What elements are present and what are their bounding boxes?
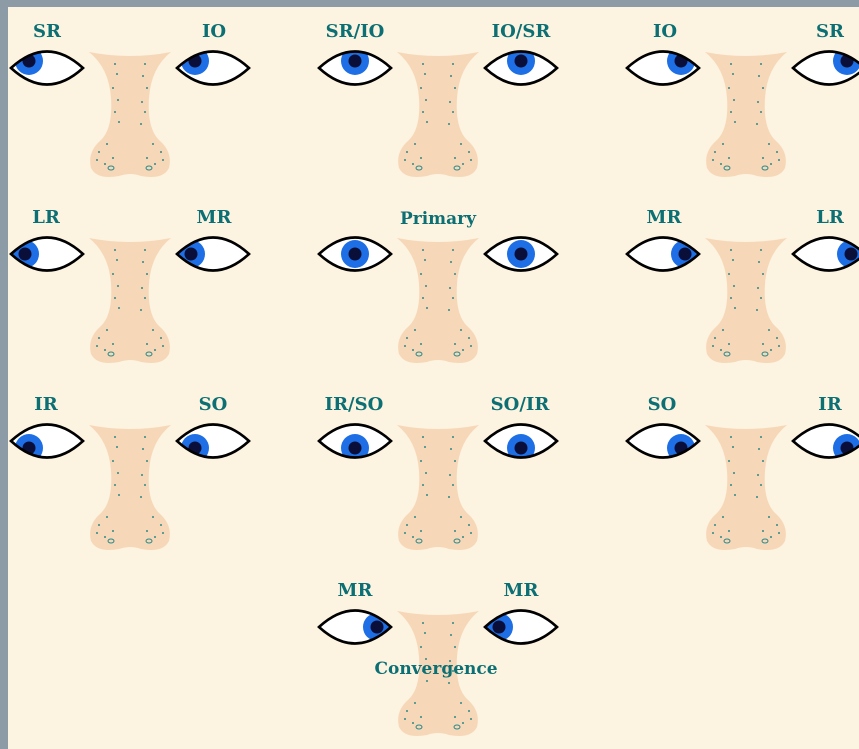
nose: [393, 48, 483, 183]
label-sr: SR: [816, 22, 844, 42]
left-eye: [481, 234, 561, 274]
nose: [701, 421, 791, 556]
left-eye: [481, 607, 561, 647]
label-mr: MR: [647, 208, 682, 228]
label-ir-so: IR/SO: [325, 395, 384, 415]
nose: [85, 421, 175, 556]
right-eye: [623, 234, 703, 274]
nose: [701, 48, 791, 183]
label-io: IO: [202, 22, 226, 42]
left-eye: [481, 48, 561, 88]
left-eye: [173, 48, 253, 88]
left-eye: [173, 234, 253, 274]
label-ir: IR: [34, 395, 57, 415]
right-eye: [623, 48, 703, 88]
label-ir: IR: [818, 395, 841, 415]
label-lr: LR: [816, 208, 844, 228]
label-so-ir: SO/IR: [491, 395, 550, 415]
right-eye: [8, 48, 87, 88]
left-eye: [789, 421, 859, 461]
nose: [393, 234, 483, 369]
right-eye: [315, 48, 395, 88]
label-sr: SR: [33, 22, 61, 42]
label-mr: MR: [338, 581, 373, 601]
left-eye: [789, 48, 859, 88]
label-primary: Primary: [400, 209, 476, 229]
label-sr-io: SR/IO: [326, 22, 385, 42]
label-convergence: Convergence: [374, 659, 497, 679]
label-mr: MR: [197, 208, 232, 228]
right-eye: [315, 607, 395, 647]
right-eye: [8, 234, 87, 274]
left-eye: [481, 421, 561, 461]
left-eye: [173, 421, 253, 461]
label-mr: MR: [504, 581, 539, 601]
label-lr: LR: [32, 208, 60, 228]
nose: [393, 421, 483, 556]
nose: [85, 234, 175, 369]
label-io-sr: IO/SR: [492, 22, 551, 42]
label-so: SO: [648, 395, 677, 415]
nose: [701, 234, 791, 369]
label-so: SO: [199, 395, 228, 415]
nose: [85, 48, 175, 183]
label-io: IO: [653, 22, 677, 42]
right-eye: [315, 421, 395, 461]
right-eye: [315, 234, 395, 274]
left-eye: [789, 234, 859, 274]
right-eye: [623, 421, 703, 461]
right-eye: [8, 421, 87, 461]
